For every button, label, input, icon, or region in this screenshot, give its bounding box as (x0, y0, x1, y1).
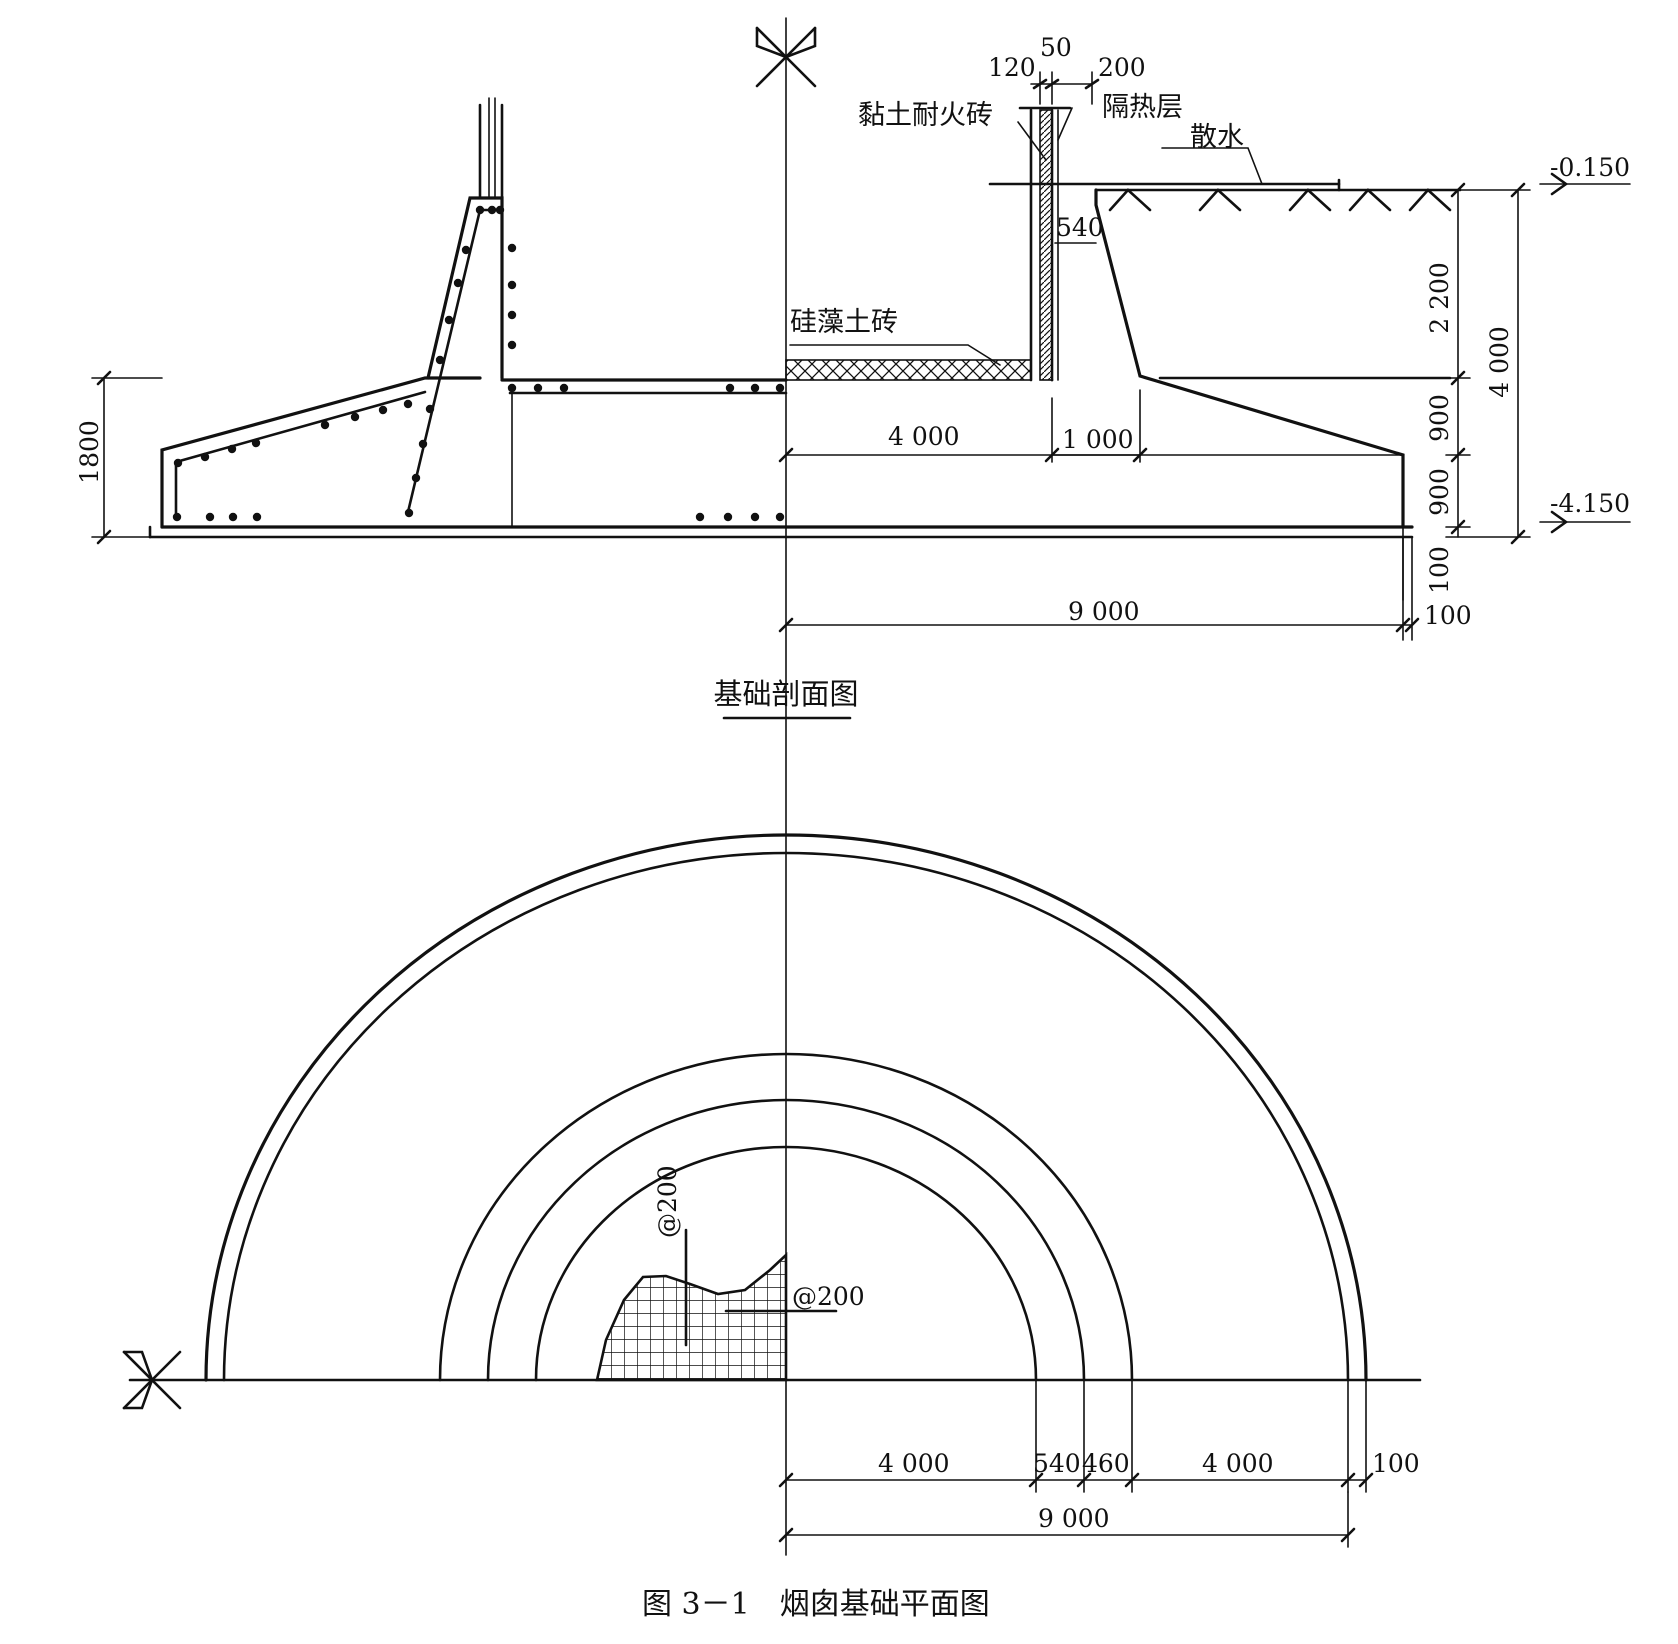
dim-120: 120 (988, 53, 1036, 82)
rebar-dots-left (172, 205, 785, 522)
dim-1800: 1800 (75, 420, 104, 484)
section-title: 基础剖面图 (713, 677, 858, 711)
ring-3 (438, 1052, 1134, 1382)
dim-900-upper: 900 (1425, 394, 1454, 442)
dim-2200: 2 200 (1425, 262, 1454, 334)
plan-dim-540: 540 (1033, 1449, 1081, 1478)
dim-100-vertical: 100 (1425, 546, 1454, 594)
foundation-section: 120 50 200 黏土耐火砖 隔热层 散水 540 硅藻土砖 4 000 1… (75, 33, 1631, 720)
diatomite-brick-layer (785, 359, 1032, 381)
rebar-mesh (595, 1251, 788, 1382)
elevation-bottom: -4.150 (1550, 489, 1630, 518)
symmetry-symbol-left (122, 1350, 182, 1410)
plan-dim-9000: 9 000 (1038, 1504, 1110, 1533)
elevation-top: -0.150 (1550, 153, 1630, 182)
ring-1 (534, 1145, 1038, 1382)
ground-hatch (1108, 188, 1452, 212)
refractory-lining (1039, 109, 1053, 381)
dim-50: 50 (1040, 33, 1072, 62)
label-clay-refractory-brick: 黏土耐火砖 (858, 100, 993, 131)
dim-1000: 1 000 (1062, 425, 1134, 454)
symmetry-symbol-top (755, 26, 817, 88)
dim-100-right: 100 (1424, 601, 1472, 630)
label-apron: 散水 (1190, 122, 1244, 153)
dim-9000-section: 9 000 (1068, 597, 1140, 626)
rebar-spacing-horizontal: @200 (792, 1282, 865, 1311)
dim-540: 540 (1056, 213, 1104, 242)
elevation-marker-top (1539, 172, 1631, 196)
ring-2 (486, 1098, 1086, 1382)
plan-dim-4000-a: 4 000 (878, 1449, 950, 1478)
plan-dim-100: 100 (1372, 1449, 1420, 1478)
outer-ring (204, 833, 1368, 1382)
label-diatomite-brick: 硅藻土砖 (790, 307, 898, 338)
plan-dim-4000-b: 4 000 (1202, 1449, 1274, 1478)
label-insulation-layer: 隔热层 (1102, 92, 1183, 123)
dim-900-lower: 900 (1425, 468, 1454, 516)
foundation-plan: @200 @200 4 000 540 460 4 000 100 9 000 (122, 833, 1422, 1548)
outer-ring-inner (222, 851, 1350, 1382)
figure-caption: 图 3－1 烟囱基础平面图 (642, 1587, 990, 1622)
plan-dim-460: 460 (1082, 1449, 1130, 1478)
elevation-marker-bottom (1539, 510, 1631, 534)
rebar-spacing-vertical: @200 (653, 1165, 682, 1238)
dim-200: 200 (1098, 53, 1146, 82)
dim-4000-total: 4 000 (1485, 326, 1514, 398)
dim-4000-inner: 4 000 (888, 422, 960, 451)
